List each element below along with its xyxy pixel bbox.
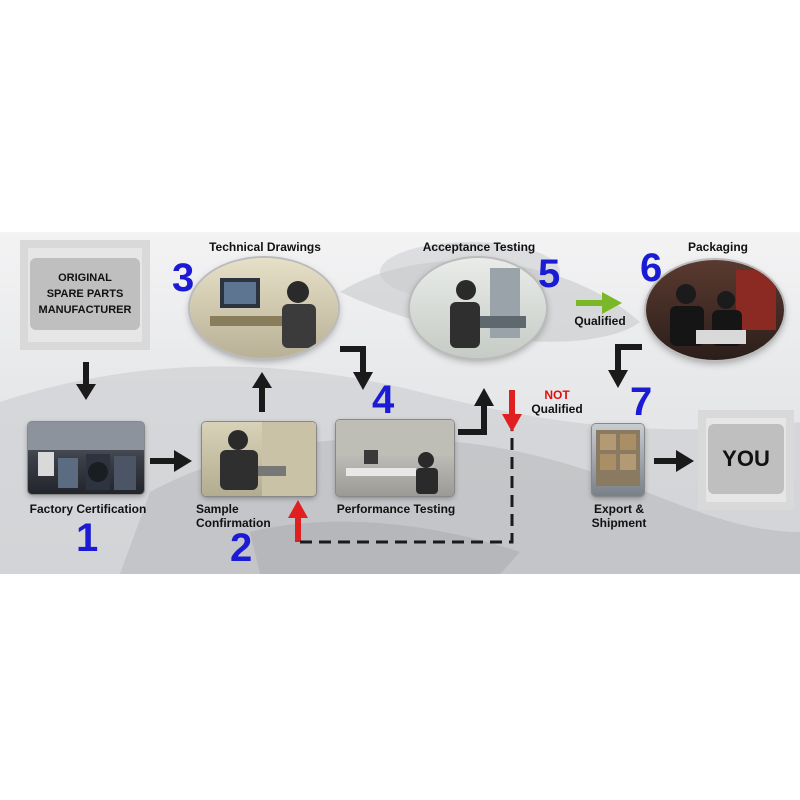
arrow-to-you (654, 450, 694, 472)
step2-number: 2 (230, 528, 252, 568)
you-box: YOU (708, 424, 784, 494)
arrow-to-step4 (340, 346, 374, 392)
manufacturer-box: ORIGINAL SPARE PARTS MANUFACTURER (30, 258, 140, 330)
step4-number: 4 (372, 380, 394, 420)
step3-number: 3 (172, 258, 194, 298)
step7-label: Export & Shipment (574, 502, 664, 530)
step5-label: Acceptance Testing (404, 240, 554, 254)
step5-number: 5 (538, 254, 560, 294)
step7-label-line2: Shipment (574, 516, 664, 530)
step1-number: 1 (76, 518, 98, 558)
factory-photo (28, 422, 144, 494)
not-qualified-feedback-line (296, 420, 520, 550)
step7-number: 7 (630, 382, 652, 422)
technical-drawings-photo (190, 258, 338, 358)
step6-label: Packaging (668, 240, 768, 254)
not-label: NOT (540, 388, 574, 402)
export-shipment-photo (592, 424, 644, 496)
qualified-label: Qualified (568, 314, 632, 328)
manufacturer-line-3: MANUFACTURER (39, 302, 132, 318)
arrow-to-step5 (458, 388, 498, 438)
manufacturer-line-1: ORIGINAL (58, 270, 112, 286)
acceptance-testing-photo (410, 258, 546, 358)
step2-label-line1: Sample (196, 502, 276, 516)
step1-label: Factory Certification (18, 502, 158, 516)
arrow-up-to-step3 (252, 372, 272, 412)
manufacturer-line-2: SPARE PARTS (47, 286, 124, 302)
not-qualified-label: Qualified (522, 402, 592, 416)
red-down-arrow (502, 390, 522, 432)
arrow-down-to-step1 (76, 362, 96, 402)
green-right-arrow (576, 292, 622, 314)
step3-label: Technical Drawings (190, 240, 340, 254)
arrow-right-to-step2 (150, 450, 192, 472)
packaging-photo (646, 260, 784, 360)
step7-label-line1: Export & (574, 502, 664, 516)
